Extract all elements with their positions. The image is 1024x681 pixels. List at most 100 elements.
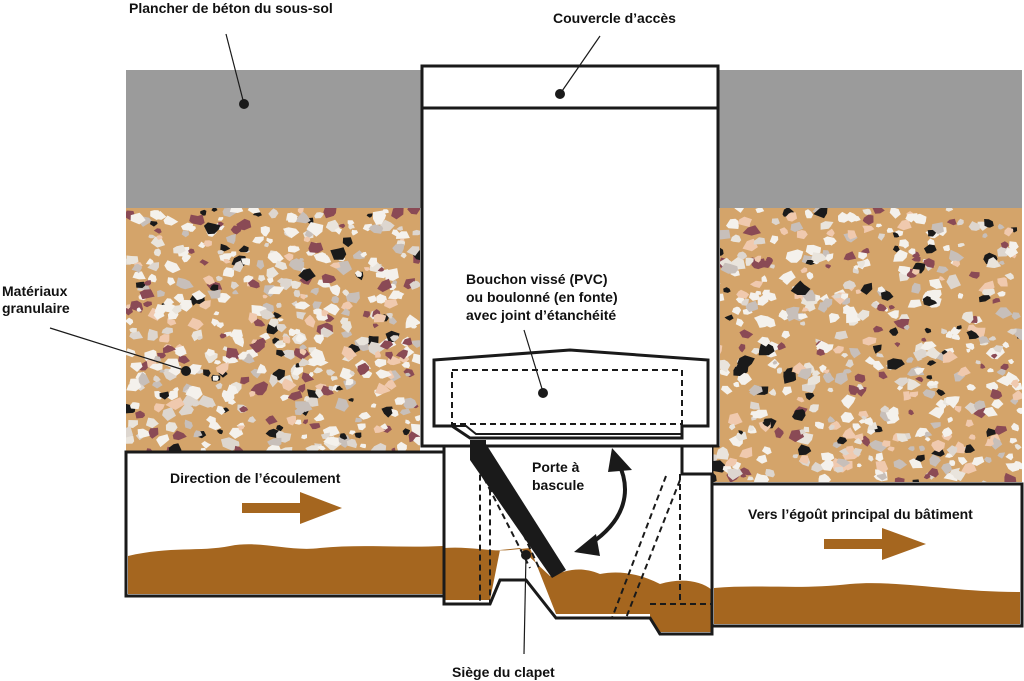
gravel-stone (241, 258, 250, 266)
gravel-stone (921, 337, 927, 342)
gravel-stone (360, 251, 367, 258)
gravel-stone (411, 340, 420, 348)
gravel-stone (729, 423, 736, 431)
sewage-right (714, 583, 1020, 624)
gravel-stone (834, 330, 848, 340)
gravel-stone (219, 333, 227, 339)
gravel-stone (822, 369, 830, 374)
gravel-stone (825, 253, 834, 262)
gravel-stone (949, 249, 965, 265)
gravel-stone (267, 286, 285, 295)
gravel-stone (951, 333, 961, 341)
gravel-stone (922, 389, 936, 399)
gravel-stone (249, 339, 265, 353)
gravel-stone (363, 267, 371, 271)
gravel-stone (354, 270, 362, 277)
gravel-stone (217, 217, 224, 221)
gravel-stone (882, 440, 891, 448)
gravel-stone (848, 384, 859, 396)
gravel-stone (911, 282, 921, 294)
gravel-stone (1011, 422, 1020, 432)
gravel-stone (815, 421, 824, 430)
gravel-stone (178, 299, 193, 312)
gravel-stone (287, 245, 300, 253)
gravel-stone (161, 327, 174, 335)
gravel-stone (804, 209, 814, 219)
gravel-stone (215, 382, 223, 390)
gravel-stone (740, 467, 752, 476)
gravel-stone (924, 327, 932, 334)
gravel-stone (918, 445, 926, 452)
concrete-floor-left (126, 70, 422, 208)
gravel-stone (380, 423, 389, 430)
gravel-stone (860, 282, 873, 295)
gravel-stone (385, 268, 399, 281)
gravel-stone (885, 411, 898, 422)
gravel-stone (220, 437, 240, 451)
gravel-stone (834, 466, 844, 473)
gravel-stone (986, 381, 999, 392)
gravel-stone (402, 337, 413, 346)
gravel-stone (785, 306, 800, 322)
gravel-stone (159, 369, 165, 373)
gravel-stone (1008, 358, 1015, 365)
gravel-stone (187, 225, 196, 232)
gravel-stone (956, 325, 962, 330)
gravel-stone (840, 411, 855, 423)
gravel-stone (216, 322, 224, 329)
gravel-stone (877, 286, 886, 293)
gravel-stone (299, 344, 307, 350)
gravel-stone (811, 252, 828, 263)
gravel-stone (310, 287, 319, 296)
gravel-stone (812, 370, 821, 377)
gravel-stone (403, 368, 415, 378)
gravel-stone (872, 360, 885, 371)
gravel-stone (816, 348, 826, 356)
gravel-stone (966, 330, 980, 340)
gravel-stone (293, 328, 301, 335)
gravel-stone (928, 407, 945, 419)
gravel-stone (892, 245, 900, 253)
gravel-stone (838, 211, 849, 223)
gravel-stone (268, 318, 279, 328)
gravel-stone (225, 234, 236, 245)
gravel-stone (875, 461, 889, 473)
gravel-stone (739, 329, 754, 339)
gravel-stone (997, 291, 1006, 297)
gravel-stone (749, 280, 764, 288)
gravel-stone (126, 304, 131, 310)
gravel-stone (189, 214, 205, 226)
gravel-stone (165, 397, 185, 410)
gravel-stone (401, 361, 410, 369)
gravel-stone (745, 300, 759, 313)
gravel-stone (931, 222, 944, 235)
gravel-stone (237, 351, 247, 360)
gravel-stone (847, 230, 857, 240)
sewer-arrow-icon (824, 528, 926, 560)
gravel-stone (276, 323, 287, 333)
gravel-stone (954, 405, 962, 413)
gravel-stone (724, 457, 738, 467)
gravel-stone (128, 420, 138, 428)
gravel-stone (799, 455, 809, 464)
gravel-stone (774, 427, 784, 439)
gravel-stone (1010, 379, 1019, 389)
gravel-stone (771, 218, 780, 226)
gravel-stone (733, 381, 740, 388)
gravel-stone (889, 327, 899, 336)
gravel-stone (986, 257, 1002, 268)
backwater-flap (470, 444, 566, 578)
gravel-stone (745, 257, 754, 266)
gravel-stone (862, 336, 877, 346)
gravel-stone (222, 267, 235, 278)
gravel-stone (1012, 390, 1022, 401)
gravel-stone (222, 391, 235, 402)
gravel-stone (864, 417, 874, 426)
gravel-stone (990, 437, 1003, 450)
gravel-stone (153, 355, 162, 362)
gravel-stone (875, 452, 884, 462)
gravel-stone (788, 429, 805, 443)
gravel-stone (381, 406, 394, 418)
gravel-stone (980, 363, 986, 369)
gravel-stone (308, 241, 324, 253)
